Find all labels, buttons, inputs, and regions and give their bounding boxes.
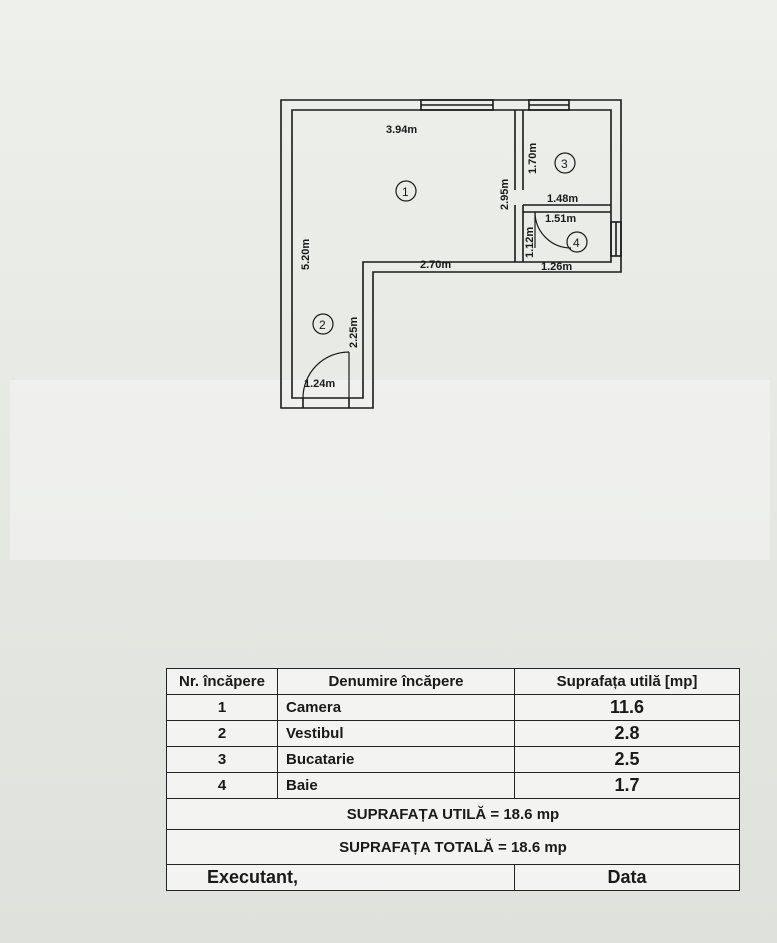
inner-wall bbox=[291, 109, 612, 399]
room-2-marker bbox=[312, 313, 334, 335]
dim-1-24: 1.24m bbox=[304, 378, 335, 390]
row-name: Vestibul bbox=[277, 720, 515, 747]
row-nr: 4 bbox=[166, 772, 278, 799]
row-nr: 3 bbox=[166, 746, 278, 773]
dim-2-25: 2.25m bbox=[348, 317, 360, 348]
room-1-label: 1 bbox=[402, 185, 409, 199]
data-label: Data bbox=[514, 864, 740, 891]
partition-wall bbox=[514, 205, 524, 262]
dim-1-12: 1.12m bbox=[524, 227, 536, 258]
row-nr: 1 bbox=[166, 694, 278, 721]
room-4-label: 4 bbox=[573, 236, 580, 250]
dim-5-20: 5.20m bbox=[300, 239, 312, 270]
suprafata-utila: SUPRAFAȚA UTILĂ = 18.6 mp bbox=[166, 798, 740, 830]
header-area: Suprafața utilă [mp] bbox=[514, 668, 740, 695]
summary-row-utila: SUPRAFAȚA UTILĂ = 18.6 mp bbox=[166, 798, 740, 830]
header-name: Denumire încăpere bbox=[277, 668, 515, 695]
dim-1-48: 1.48m bbox=[547, 193, 578, 205]
table-row: 1 Camera 11.6 bbox=[166, 694, 740, 721]
dim-1-70: 1.70m bbox=[527, 143, 539, 174]
row-area: 2.8 bbox=[514, 720, 740, 747]
table-row: 3 Bucatarie 2.5 bbox=[166, 746, 740, 773]
row-area: 11.6 bbox=[514, 694, 740, 721]
dim-1-26: 1.26m bbox=[541, 261, 572, 273]
row-name: Bucatarie bbox=[277, 746, 515, 773]
row-nr: 2 bbox=[166, 720, 278, 747]
outer-wall bbox=[280, 99, 622, 409]
dim-2-95: 2.95m bbox=[499, 179, 511, 210]
footer-row: Executant, Data bbox=[166, 864, 740, 891]
table-row: 2 Vestibul 2.8 bbox=[166, 720, 740, 747]
room-3-label: 3 bbox=[561, 157, 568, 171]
partition-wall bbox=[523, 204, 611, 213]
row-name: Camera bbox=[277, 694, 515, 721]
row-name: Baie bbox=[277, 772, 515, 799]
partition-wall bbox=[514, 110, 524, 190]
table-row: 4 Baie 1.7 bbox=[166, 772, 740, 799]
room-3-marker bbox=[554, 152, 576, 174]
row-area: 2.5 bbox=[514, 746, 740, 773]
row-area: 1.7 bbox=[514, 772, 740, 799]
summary-row-totala: SUPRAFAȚA TOTALĂ = 18.6 mp bbox=[166, 829, 740, 865]
dim-3-94: 3.94m bbox=[386, 124, 417, 136]
suprafata-totala: SUPRAFAȚA TOTALĂ = 18.6 mp bbox=[166, 829, 740, 865]
executant-label: Executant, bbox=[166, 864, 515, 891]
watermark bbox=[10, 380, 770, 560]
rooms-table: Nr. încăpere Denumire încăpere Suprafața… bbox=[166, 668, 740, 891]
header-nr: Nr. încăpere bbox=[166, 668, 278, 695]
room-2-label: 2 bbox=[319, 318, 326, 332]
dim-1-51: 1.51m bbox=[545, 213, 576, 225]
dim-2-70: 2.70m bbox=[420, 259, 451, 271]
table-header-row: Nr. încăpere Denumire încăpere Suprafața… bbox=[166, 668, 740, 695]
room-4-marker bbox=[566, 231, 588, 253]
room-1-marker bbox=[395, 180, 417, 202]
